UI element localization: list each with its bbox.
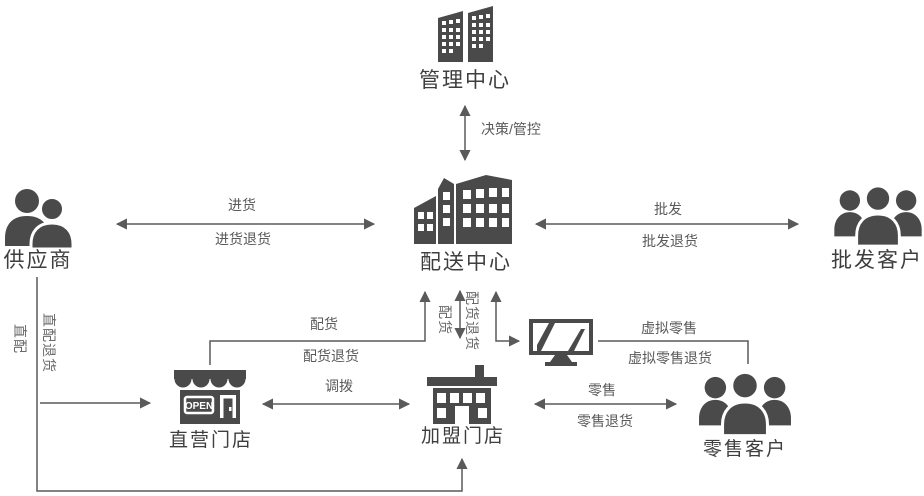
open-sign-text: OPEN [185,401,213,412]
edge-direct-delivery-label: 直配 [12,324,28,354]
edge-virtual-retail-line [598,340,749,364]
direct-store-label: 直营门店 [168,430,253,451]
edge-dispatch-store-line [209,290,431,365]
direct-store-node: OPEN [168,366,252,428]
edge-dispatch-store-return-label: 配货退货 [303,348,359,364]
distribution-buildings-icon [414,175,512,244]
wholesale-customer-node [833,184,923,250]
edge-retail-label: 零售 [588,382,616,398]
management-center-label: 管理中心 [419,69,511,92]
retail-customer-label: 零售客户 [702,439,787,460]
virtual-retail-node [528,318,598,366]
edge-virtual-retail-label: 虚拟零售 [641,320,697,336]
edge-decision-control-label: 决策/管控 [481,121,541,137]
monitor-icon [529,319,593,366]
storefront-icon: OPEN [174,370,246,424]
supplier-label: 供应商 [3,249,73,272]
edge-purchase-label: 进货 [228,197,256,213]
distribution-center-label: 配送中心 [420,251,512,274]
edge-direct-delivery-line [36,277,468,492]
edge-dc-to-monitor-line [490,290,521,347]
edge-transfer-label: 调拨 [325,378,353,394]
management-center-node [424,4,504,64]
edge-wholesale-return-label: 批发退货 [642,233,698,249]
edge-retail-return-label: 零售退货 [577,413,633,429]
retail-people-icon [699,370,791,438]
edge-virtual-retail-return-label: 虚拟零售退货 [628,350,712,366]
supplier-node [4,188,78,250]
wholesale-people-icon [834,184,922,248]
franchise-house-icon [427,365,497,424]
franchise-store-label: 加盟门店 [420,426,505,447]
retail-customer-node [698,370,792,440]
wholesale-customer-label: 批发客户 [831,249,923,272]
edge-dispatch-dc-label: 配货 [437,305,453,335]
franchise-store-node [426,364,498,426]
edge-dispatch-dc-return-label: 配货退货 [464,291,480,351]
edge-purchase-return-label: 进货退货 [215,231,271,247]
edge-wholesale-label: 批发 [654,201,682,217]
office-towers-icon [438,6,493,62]
edge-direct-delivery-return-label: 直配退货 [41,313,57,373]
distribution-center-node [408,172,520,247]
edge-dispatch-store-label: 配货 [310,316,338,332]
supplier-people-icon [5,189,75,250]
